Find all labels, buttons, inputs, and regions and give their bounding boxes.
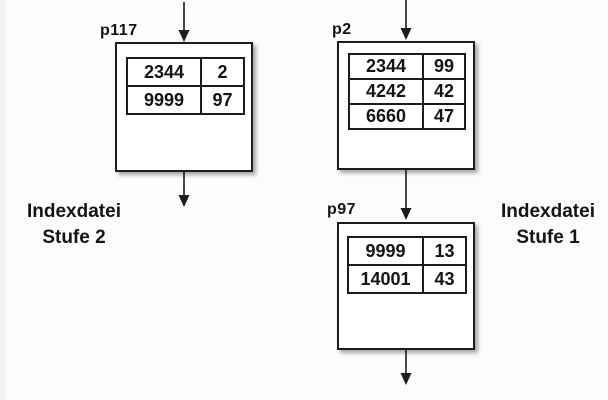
key-cell: 6660 [348,103,424,130]
key-cell: 2344 [126,57,202,87]
caption-line: Indexdatei [501,201,595,222]
pointer-cell: 99 [422,53,466,80]
node-id-label-p2: p2 [332,21,352,38]
index-page-box-p117: 2344 2 9999 97 [115,42,253,172]
arrow-p2-to-p97 [400,170,412,220]
table-row: 4242 42 [348,78,466,105]
caption-line: Stufe 1 [516,227,580,248]
arrow-into-p117 [178,2,190,42]
key-cell: 4242 [348,78,424,105]
pointer-cell: 2 [200,57,245,87]
index-table-p97: 9999 13 14001 43 [347,236,467,294]
table-row: 9999 13 [347,236,467,266]
table-row: 9999 97 [126,85,245,115]
caption-line: Stufe 2 [42,227,106,248]
arrow-out-of-p97 [400,350,412,385]
index-page-box-p97: 9999 13 14001 43 [337,222,475,350]
key-cell: 9999 [347,236,424,266]
arrow-into-p2 [400,0,412,40]
pointer-cell: 42 [422,78,466,105]
arrow-out-of-p117 [178,172,190,207]
node-id-label-p117: p117 [100,22,138,39]
caption-line: Indexdatei [27,201,121,222]
key-cell: 2344 [348,53,424,80]
table-row: 2344 99 [348,53,466,80]
index-table-p117: 2344 2 9999 97 [126,57,245,115]
pointer-cell: 97 [200,85,245,115]
table-row: 14001 43 [347,264,467,294]
index-table-p2: 2344 99 4242 42 6660 47 [348,53,466,130]
caption-index-level-1: Indexdatei Stufe 1 [492,199,604,251]
key-cell: 14001 [347,264,424,294]
page-left-edge [0,0,5,400]
key-cell: 9999 [126,85,202,115]
pointer-cell: 43 [422,264,467,294]
caption-index-level-2: Indexdatei Stufe 2 [18,199,130,251]
table-row: 6660 47 [348,103,466,130]
pointer-cell: 47 [422,103,466,130]
index-page-box-p2: 2344 99 4242 42 6660 47 [337,41,475,170]
node-id-label-p97: p97 [327,201,357,218]
table-row: 2344 2 [126,57,245,87]
pointer-cell: 13 [422,236,467,266]
